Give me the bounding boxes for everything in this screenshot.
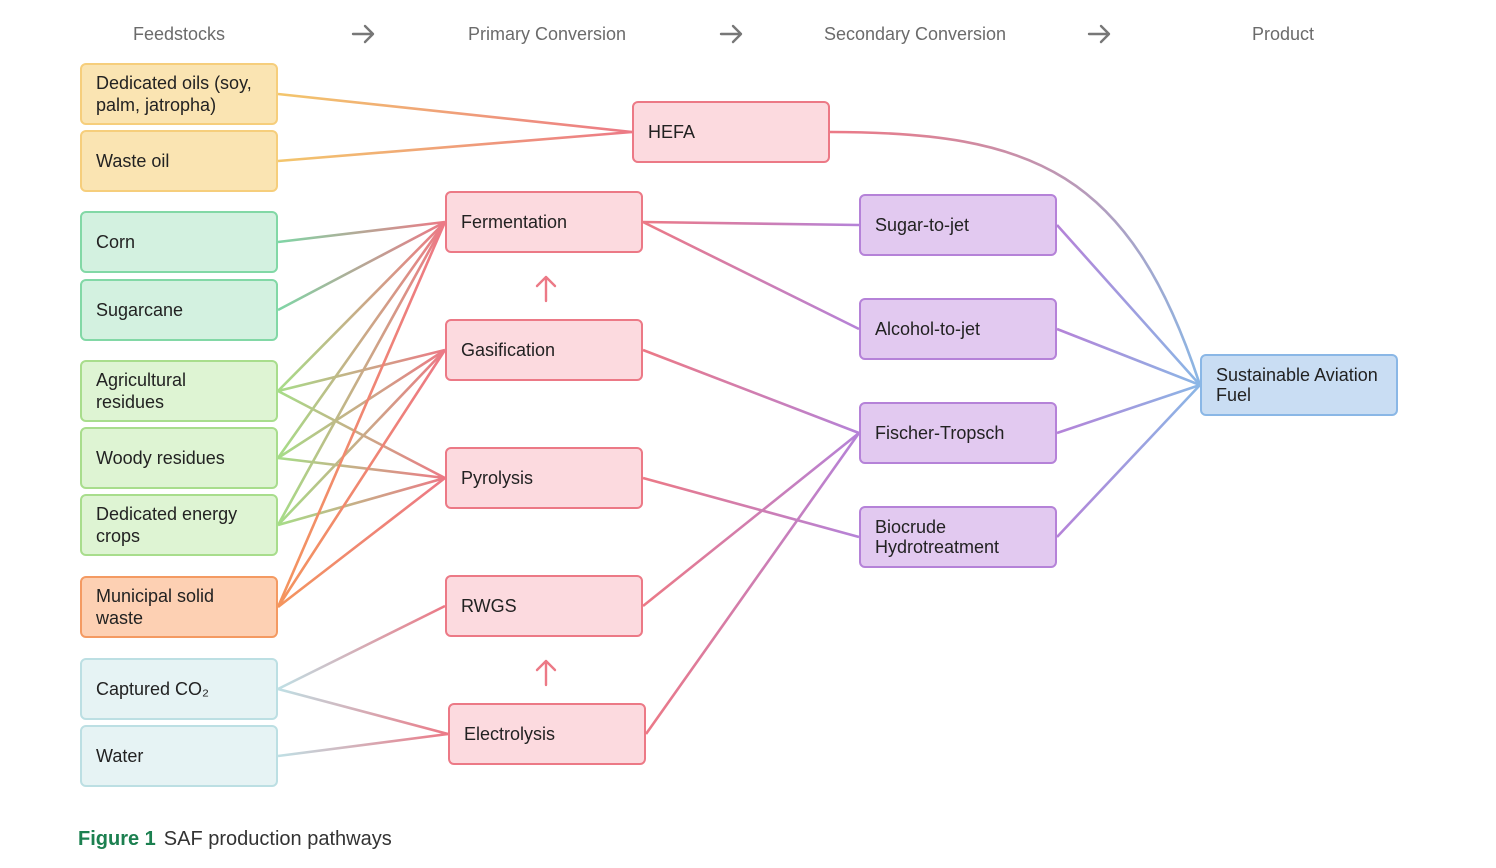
link-agricultural-residues-to-fermentation	[277, 221, 446, 392]
process-hefa: HEFA	[632, 101, 830, 163]
link-municipal-solid-waste-to-gasification	[276, 349, 447, 608]
process-rwgs: RWGS	[445, 575, 643, 637]
process-alcohol-to-jet: Alcohol-to-jet	[859, 298, 1057, 360]
process-fischer-tropsch: Fischer-Tropsch	[859, 402, 1057, 464]
feedstock-dedicated-energy-crops: Dedicated energy crops	[80, 494, 278, 556]
link-municipal-solid-waste-to-fermentation	[276, 221, 447, 608]
link-waste-oil-to-hefa	[277, 130, 633, 163]
header-feedstocks: Feedstocks	[132, 24, 226, 44]
link-woody-residues-to-pyrolysis	[277, 456, 446, 480]
feedstock-woody-residues: Woody residues	[80, 427, 278, 489]
link-electrolysis-to-fischer-tropsch	[644, 432, 861, 735]
link-gasification-to-fischer-tropsch	[642, 348, 860, 435]
process-sugar-to-jet: Sugar-to-jet	[859, 194, 1057, 256]
header-secondary-conversion: Secondary Conversion	[823, 24, 1007, 44]
link-biocrude-to-saf	[1056, 384, 1201, 538]
arrow-right-icon	[719, 24, 743, 44]
link-sugar-to-jet-to-saf	[1056, 224, 1201, 386]
figure-label: Figure 1	[78, 828, 156, 850]
link-water-to-electrolysis	[277, 732, 449, 758]
arrow-up-icon	[535, 659, 557, 687]
process-fermentation: Fermentation	[445, 191, 643, 253]
feedstock-sugarcane: Sugarcane	[80, 279, 278, 341]
link-sugarcane-to-fermentation	[277, 220, 446, 312]
feedstock-corn: Corn	[80, 211, 278, 273]
link-dedicated-energy-crops-to-fermentation	[276, 221, 447, 526]
arrow-right-icon	[351, 24, 375, 44]
process-electrolysis: Electrolysis	[448, 703, 646, 765]
feedstock-dedicated-oils: Dedicated oils (soy, palm, jatropha)	[80, 63, 278, 125]
link-dedicated-energy-crops-to-pyrolysis	[277, 476, 446, 527]
link-dedicated-oils-to-hefa	[277, 92, 633, 134]
link-captured-co2-to-rwgs	[277, 604, 446, 691]
link-hefa-to-saf	[829, 130, 1202, 386]
link-woody-residues-to-gasification	[277, 348, 446, 460]
feedstock-municipal-solid-waste: Municipal solid waste	[80, 576, 278, 638]
figure-caption: Figure 1 SAF production pathways	[78, 826, 392, 852]
link-rwgs-to-fischer-tropsch	[642, 431, 860, 608]
process-biocrude-hydrotreatment: Biocrude Hydrotreatment	[859, 506, 1057, 568]
link-fermentation-to-alcohol-to-jet	[642, 220, 860, 331]
arrow-up-icon	[535, 275, 557, 303]
link-pyrolysis-to-biocrude	[642, 476, 860, 539]
link-corn-to-fermentation	[277, 220, 446, 244]
link-fischer-tropsch-to-saf	[1056, 383, 1201, 435]
process-gasification: Gasification	[445, 319, 643, 381]
arrow-right-icon	[1087, 24, 1111, 44]
product-sustainable-aviation-fuel: Sustainable Aviation Fuel	[1200, 354, 1398, 416]
link-agricultural-residues-to-pyrolysis	[277, 389, 446, 480]
feedstock-captured-co2: Captured CO₂	[80, 658, 278, 720]
feedstock-water: Water	[80, 725, 278, 787]
feedstock-waste-oil: Waste oil	[80, 130, 278, 192]
feedstock-agricultural-residues: Agricultural residues	[80, 360, 278, 422]
link-dedicated-energy-crops-to-gasification	[277, 349, 446, 526]
link-fermentation-to-sugar-to-jet	[642, 220, 860, 227]
header-primary-conversion: Primary Conversion	[467, 24, 627, 44]
link-woody-residues-to-fermentation	[276, 221, 447, 459]
process-pyrolysis: Pyrolysis	[445, 447, 643, 509]
link-captured-co2-to-electrolysis	[277, 687, 449, 736]
figure-caption-text: SAF production pathways	[163, 828, 392, 850]
header-product: Product	[1251, 24, 1315, 44]
link-municipal-solid-waste-to-pyrolysis	[277, 476, 446, 609]
link-alcohol-to-jet-to-saf	[1056, 327, 1201, 387]
link-agricultural-residues-to-gasification	[277, 348, 446, 393]
